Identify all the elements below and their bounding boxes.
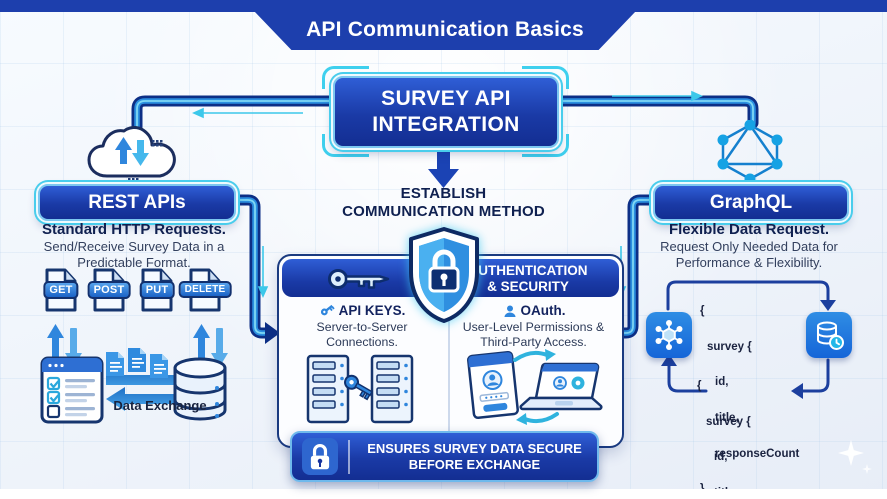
bracket-decoration (322, 134, 369, 157)
survey-form-icon (40, 356, 104, 424)
http-methods-row: GET POST PUT DELETE (42, 266, 252, 314)
bottom-strip (0, 489, 887, 499)
key-icon (328, 269, 390, 289)
api-keys-desc: Server-to-Server Connections. (316, 320, 408, 349)
oauth-desc: User-Level Permissions & Third-Party Acc… (462, 320, 605, 349)
rest-apis-box: REST APIs (38, 184, 236, 221)
secure-banner-text: ENSURES SURVEY DATA SECURE BEFORE EXCHAN… (367, 440, 582, 472)
graphql-cycle-path (666, 280, 830, 393)
method-badge: POST (87, 281, 131, 299)
hub-box: SURVEY API INTEGRATION (333, 76, 559, 148)
banner-divider (348, 439, 350, 474)
method-file-post: POST (87, 266, 131, 314)
establish-line1: ESTABLISH (400, 185, 487, 202)
establish-label: ESTABLISH COMMUNICATION METHOD (300, 185, 587, 221)
hub-title-line1: SURVEY API (381, 87, 511, 110)
graphql-label: GraphQL (709, 191, 793, 213)
rest-description: Send/Receive Survey Data in a Predictabl… (43, 239, 225, 270)
bracket-decoration (322, 66, 369, 89)
lock-icon (302, 438, 338, 475)
graphql-database-icon (806, 312, 852, 358)
method-file-put: PUT (138, 266, 176, 314)
data-exchange-arrows (106, 368, 199, 411)
database-icon (173, 357, 227, 421)
rest-apis-label: REST APIs (88, 191, 186, 213)
method-badge: GET (43, 281, 79, 299)
secure-banner: ENSURES SURVEY DATA SECURE BEFORE EXCHAN… (290, 431, 599, 482)
title-banner: API Communication Basics (253, 10, 637, 50)
cloud-sync-icon (87, 126, 176, 185)
bracket-decoration (522, 66, 569, 89)
graphql-network-icon (646, 312, 692, 358)
key-mini-icon (320, 304, 335, 316)
graphql-description: Request Only Needed Data for Performance… (660, 239, 838, 270)
bracket-decoration (522, 134, 569, 157)
oauth-access-icon (467, 349, 603, 425)
page-title: API Communication Basics (306, 18, 584, 41)
rest-heading: Standard HTTP Requests. (42, 221, 226, 238)
top-bar (0, 0, 887, 12)
shield-lock-icon (409, 227, 479, 323)
oauth-heading: OAuth. (459, 303, 609, 318)
establish-line2: COMMUNICATION METHOD (342, 203, 545, 220)
sparkle-decoration (862, 464, 872, 474)
method-badge: DELETE (178, 281, 232, 298)
method-badge: PUT (139, 281, 175, 299)
graphql-query-2: { survey { id, title, responseCount } } (697, 379, 751, 499)
documents-icon (106, 348, 168, 378)
method-file-get: GET (42, 266, 80, 314)
server-to-server-icon (306, 354, 414, 424)
graphql-heading: Flexible Data Request. (668, 221, 830, 238)
auth-header-label: AUTHENTICATION & SECURITY (468, 263, 588, 294)
data-exchange-label: Data Exchange (113, 398, 207, 413)
user-mini-icon (504, 305, 515, 317)
hub-down-arrow (428, 146, 459, 188)
column-divider (448, 304, 450, 432)
graphql-logo-icon (717, 120, 783, 184)
api-keys-heading: API KEYS. (292, 303, 432, 318)
graphql-box: GraphQL (653, 184, 849, 221)
hub-title-line2: INTEGRATION (372, 113, 520, 136)
method-file-delete: DELETE (178, 266, 232, 314)
shared-key-icon (344, 374, 374, 401)
